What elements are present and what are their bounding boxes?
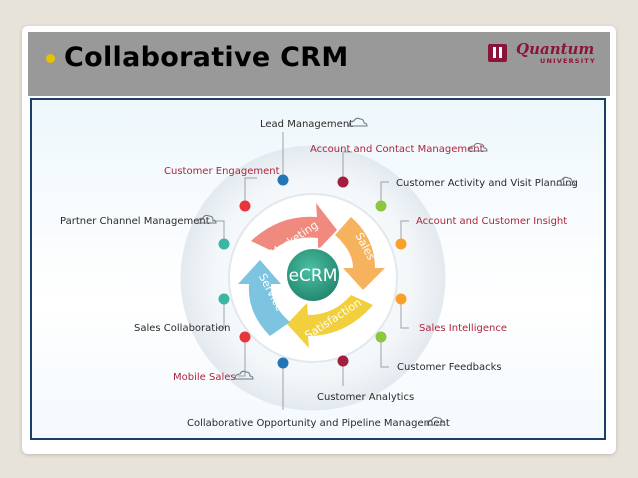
label-customer-feedbacks: Customer Feedbacks xyxy=(397,362,502,373)
ecrm-core-label: eCRM xyxy=(289,266,338,286)
connector-sales-collab xyxy=(216,302,225,329)
node-account-contact xyxy=(337,176,349,188)
label-mobile-sales: Mobile Sales xyxy=(173,372,236,383)
arrow-service xyxy=(238,260,290,336)
label-activity-visit: Customer Activity and Visit Planning xyxy=(396,178,578,189)
node-customer-feedbacks xyxy=(375,331,387,343)
node-activity-visit xyxy=(375,200,387,212)
node-customer-analytics xyxy=(337,355,349,367)
connector-engagement xyxy=(244,177,257,203)
node-partner-channel xyxy=(218,238,230,250)
connector-mobile xyxy=(238,340,246,377)
connector-activity xyxy=(380,181,389,203)
label-sales-collaboration: Sales Collaboration xyxy=(134,323,230,334)
node-sales-intelligence xyxy=(395,293,407,305)
arrow-sales xyxy=(335,217,385,290)
university-logo: Quantum UNIVERSITY xyxy=(488,40,598,66)
cloud-icon xyxy=(234,370,254,380)
label-account-insight: Account and Customer Insight xyxy=(416,216,567,227)
logo-subtitle: UNIVERSITY xyxy=(540,57,596,65)
node-customer-engagement xyxy=(239,200,251,212)
label-customer-engagement: Customer Engagement xyxy=(164,166,280,177)
label-lead-management: Lead Management xyxy=(260,119,353,130)
title-bar: Collaborative CRM Quantum UNIVERSITY xyxy=(28,32,610,96)
cloud-icon xyxy=(426,416,446,426)
arrow-satisfaction xyxy=(287,295,373,348)
cloud-icon xyxy=(348,117,368,127)
connector-feedbacks xyxy=(380,340,389,368)
label-sales-intelligence: Sales Intelligence xyxy=(419,323,507,334)
logo-name: Quantum xyxy=(516,40,595,58)
node-mobile-sales xyxy=(239,331,251,343)
slide-title: Collaborative CRM xyxy=(64,42,349,73)
node-lead-management xyxy=(277,174,289,186)
label-customer-analytics: Customer Analytics xyxy=(317,392,414,403)
ecrm-core xyxy=(285,247,341,303)
label-opportunity-pipeline: Collaborative Opportunity and Pipeline M… xyxy=(187,418,450,429)
cloud-icon xyxy=(468,142,488,152)
bullet-icon xyxy=(46,54,55,63)
node-account-insight xyxy=(395,238,407,250)
connector-sales-intel xyxy=(400,302,409,329)
cloud-icon xyxy=(197,214,217,224)
arrow-marketing xyxy=(251,203,337,251)
label-account-contact: Account and Contact Management xyxy=(310,144,484,155)
node-opportunity-pipeline xyxy=(277,357,289,369)
diagram-frame: eCRM Marketing Sales Satisfaction Servic… xyxy=(30,98,606,440)
connector-insight xyxy=(400,220,409,241)
node-sales-collaboration xyxy=(218,293,230,305)
cloud-icon xyxy=(556,176,576,186)
connector-account-contact xyxy=(342,151,352,179)
logo-mark-icon xyxy=(488,44,507,62)
ecrm-diagram: eCRM Marketing Sales Satisfaction Servic… xyxy=(60,117,578,429)
slide: Collaborative CRM Quantum UNIVERSITY xyxy=(22,26,616,454)
label-partner-channel: Partner Channel Management xyxy=(60,216,210,227)
